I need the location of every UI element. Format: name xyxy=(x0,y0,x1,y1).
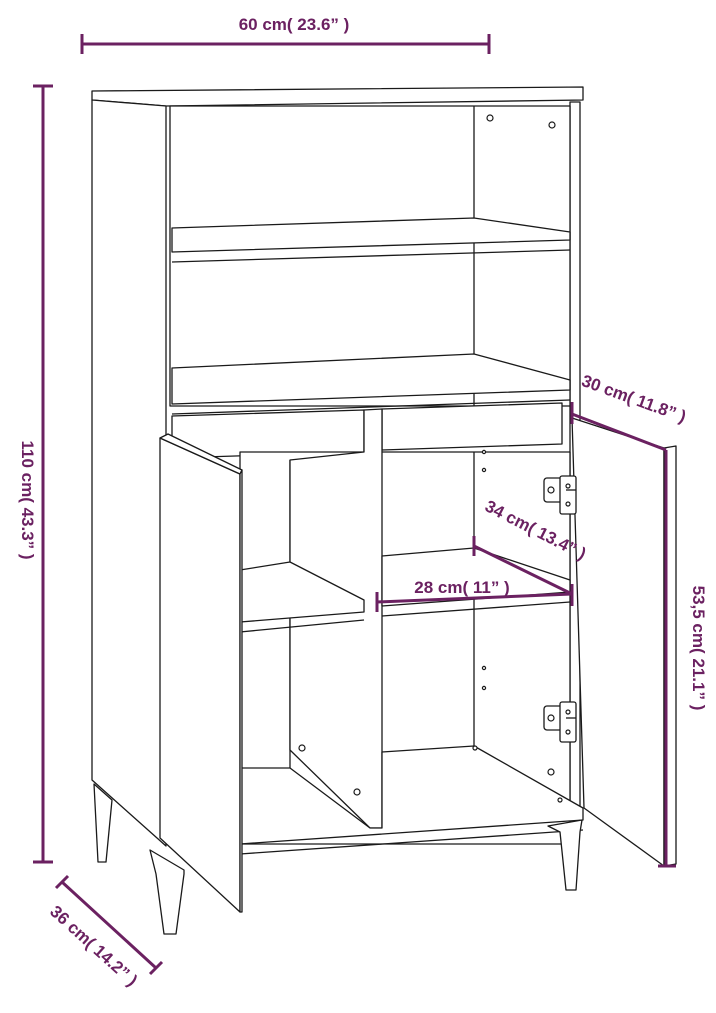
upper-hinge xyxy=(543,475,577,515)
bottom-panel xyxy=(239,745,584,845)
front-left-leg xyxy=(149,849,185,935)
upper-shelf xyxy=(171,217,571,253)
front-right-leg xyxy=(547,819,583,891)
right-drawer-front xyxy=(381,402,563,451)
shelf-pin-hole xyxy=(486,114,494,122)
hinge-screw-hole xyxy=(481,665,487,671)
left-door-side-edge xyxy=(239,469,243,913)
dimension-lines xyxy=(33,34,676,976)
compartment-width-label: 28 cm( 11” ) xyxy=(414,578,509,597)
middle-shelf xyxy=(171,353,571,405)
lower-hinge xyxy=(543,701,577,743)
height-label: 110 cm( 43.3” ) xyxy=(18,440,37,559)
door-height-label: 53,5 cm( 21.1” ) xyxy=(689,586,708,711)
width-label: 60 cm( 23.6” ) xyxy=(239,15,350,34)
middle-shelf-edge xyxy=(171,399,571,415)
hinge-screw-hole xyxy=(481,467,487,473)
depth-dimension-line xyxy=(60,880,158,970)
right-lower-shelf xyxy=(381,547,571,607)
shelf-pin-hole xyxy=(547,768,555,776)
back-left-leg xyxy=(93,783,113,863)
hinge-screw-hole xyxy=(481,449,487,455)
upper-shelf-edge xyxy=(171,249,571,263)
shelf-pin-hole xyxy=(548,121,556,129)
compartment-depth-dimension-line xyxy=(473,544,573,596)
bottom-panel-edge xyxy=(239,829,584,855)
depth-tick-start xyxy=(54,874,70,890)
shelf-pin-hole xyxy=(298,744,306,752)
top-panel xyxy=(91,86,584,107)
left-lower-shelf-edge xyxy=(239,619,365,633)
compartment-width-dimension-line xyxy=(376,592,573,604)
screw-hole xyxy=(557,797,563,803)
cabinet-outline xyxy=(91,86,677,935)
left-door xyxy=(159,437,241,913)
shelf-pin-hole xyxy=(353,788,361,796)
right-lower-shelf-edge xyxy=(381,601,571,617)
screw-hole xyxy=(472,745,478,751)
right-door xyxy=(571,417,665,867)
depth-label: 36 cm( 14.2” ) xyxy=(46,902,141,990)
shelf-depth-label: 30 cm( 11.8” ) xyxy=(579,371,689,426)
left-side-panel xyxy=(91,99,167,847)
center-divider xyxy=(289,408,383,829)
hinge-screw-hole xyxy=(481,685,487,691)
depth-tick-end xyxy=(148,960,164,976)
shelf-depth-dimension-line xyxy=(571,412,667,452)
